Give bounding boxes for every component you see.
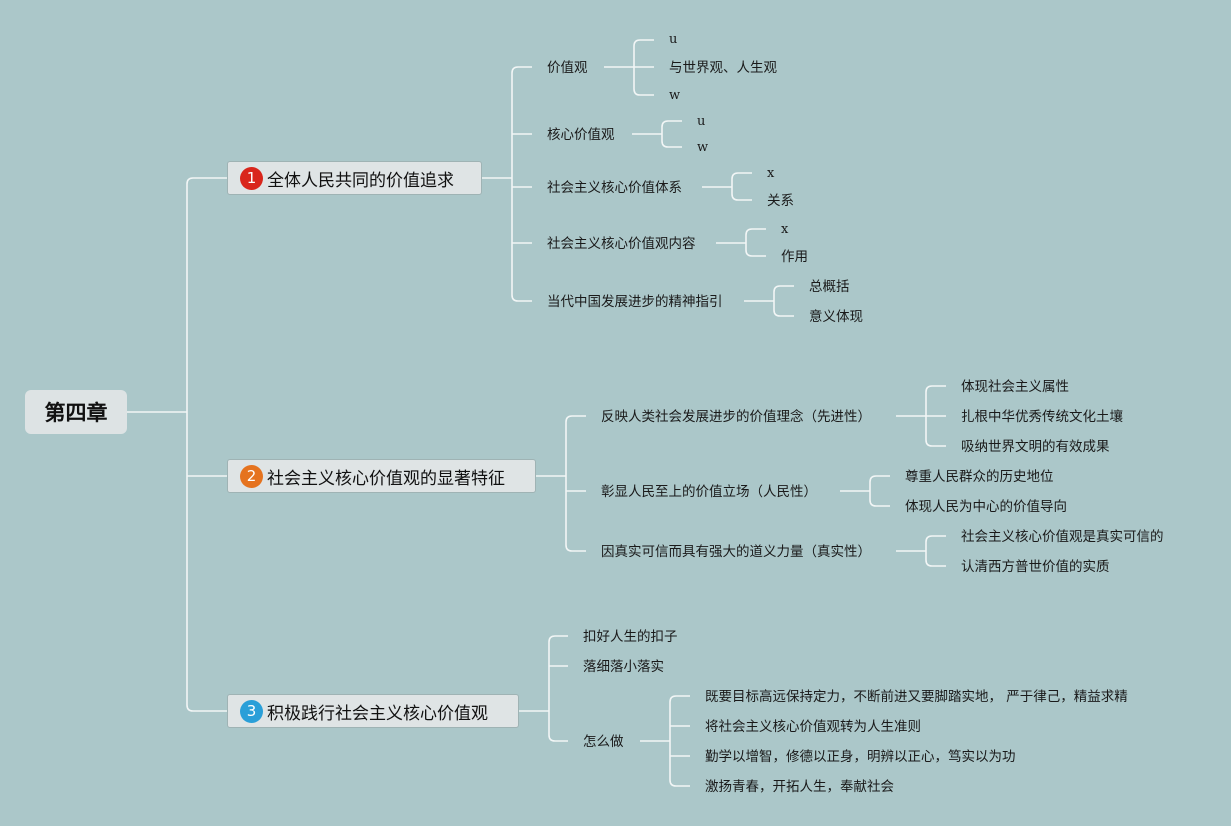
connector-line (925, 535, 946, 551)
b2-node-3-leaf-1[interactable]: 社会主义核心价值观是真实可信的 (961, 529, 1164, 545)
connector-line (773, 301, 794, 317)
b2-node-2[interactable]: 彰显人民至上的价值立场（人民性） (601, 484, 817, 500)
b1-node-3-leaf-2[interactable]: 关系 (767, 193, 794, 209)
branch-1-title: 全体人民共同的价值追求 (267, 170, 454, 191)
b1-node-1-leaf-2[interactable]: 与世界观、人生观 (669, 60, 777, 76)
b1-node-5-leaf-1[interactable]: 总概括 (809, 279, 850, 295)
connector-line (548, 635, 568, 711)
number-badge-3: 3 (240, 699, 263, 723)
connector-line (661, 120, 682, 134)
connector-line (565, 476, 586, 552)
connector-line (511, 66, 532, 178)
connector-line (511, 178, 532, 302)
b2-node-2-leaf-2[interactable]: 体现人民为中心的价值导向 (905, 499, 1067, 515)
connector-line (745, 243, 766, 257)
b2-node-3-leaf-2[interactable]: 认清西方普世价值的实质 (961, 559, 1110, 575)
b2-node-3[interactable]: 因真实可信而具有强大的道义力量（真实性） (601, 544, 871, 560)
b1-node-1[interactable]: 价值观 (547, 60, 588, 76)
connector-line (925, 385, 946, 416)
b2-node-1-leaf-3[interactable]: 吸纳世界文明的有效成果 (961, 439, 1110, 455)
connector-line (773, 285, 794, 301)
b2-node-1-leaf-2[interactable]: 扎根中华优秀传统文化土壤 (961, 409, 1123, 425)
branch-3-node[interactable]: 3 积极践行社会主义核心价值观 (227, 694, 519, 728)
b1-node-2[interactable]: 核心价值观 (547, 127, 615, 143)
b2-node-1[interactable]: 反映人类社会发展进步的价值理念（先进性） (601, 409, 871, 425)
connector-line (669, 741, 690, 787)
b3-node-2[interactable]: 落细落小落实 (583, 659, 664, 675)
connector-line (925, 551, 946, 567)
connector-line (869, 475, 890, 491)
b1-node-1-leaf-3[interactable]: w (669, 88, 681, 103)
connector-line (669, 695, 690, 741)
connector-line (633, 39, 654, 67)
b1-node-5[interactable]: 当代中国发展进步的精神指引 (547, 294, 723, 310)
connector-line (548, 711, 568, 742)
b1-node-2-leaf-1[interactable]: u (697, 114, 706, 129)
connector-line (633, 67, 654, 96)
connector-line (869, 491, 890, 507)
b1-node-4-leaf-2[interactable]: 作用 (781, 249, 808, 265)
connector-line (731, 187, 752, 201)
b3-node-3[interactable]: 怎么做 (583, 734, 624, 750)
branch-2-title: 社会主义核心价值观的显著特征 (267, 468, 505, 489)
branch-3-title: 积极践行社会主义核心价值观 (267, 703, 488, 724)
b3-node-3-leaf-3[interactable]: 勤学以增智，修德以正身，明辨以正心，笃实以为功 (705, 749, 1016, 765)
connector-line (565, 415, 586, 476)
b3-node-3-leaf-1[interactable]: 既要目标高远保持定力，不断前进又要脚踏实地， 严于律己，精益求精 (705, 689, 1128, 705)
b3-node-3-leaf-2[interactable]: 将社会主义核心价值观转为人生准则 (705, 719, 921, 735)
b2-node-2-leaf-1[interactable]: 尊重人民群众的历史地位 (905, 469, 1054, 485)
branch-2-node[interactable]: 2 社会主义核心价值观的显著特征 (227, 459, 536, 493)
b1-node-2-leaf-2[interactable]: w (697, 140, 709, 155)
b1-node-1-leaf-1[interactable]: u (669, 32, 678, 47)
connector-line (745, 228, 766, 243)
b3-node-1[interactable]: 扣好人生的扣子 (583, 629, 678, 645)
connector-line (186, 177, 227, 412)
b1-node-3[interactable]: 社会主义核心价值体系 (547, 180, 682, 196)
connector-line (925, 416, 946, 447)
connector-line (661, 134, 682, 148)
b3-node-3-leaf-4[interactable]: 激扬青春，开拓人生，奉献社会 (705, 779, 894, 795)
b1-node-4[interactable]: 社会主义核心价值观内容 (547, 236, 696, 252)
number-badge-1: 1 (240, 166, 263, 190)
b1-node-3-leaf-1[interactable]: x (767, 166, 775, 181)
branch-1-node[interactable]: 1 全体人民共同的价值追求 (227, 161, 482, 195)
b1-node-4-leaf-1[interactable]: x (781, 222, 789, 237)
root-node[interactable]: 第四章 (25, 390, 127, 434)
b2-node-1-leaf-1[interactable]: 体现社会主义属性 (961, 379, 1069, 395)
connector-line (186, 412, 227, 712)
number-badge-2: 2 (240, 464, 263, 488)
b1-node-5-leaf-2[interactable]: 意义体现 (809, 309, 863, 325)
connector-line (731, 172, 752, 187)
